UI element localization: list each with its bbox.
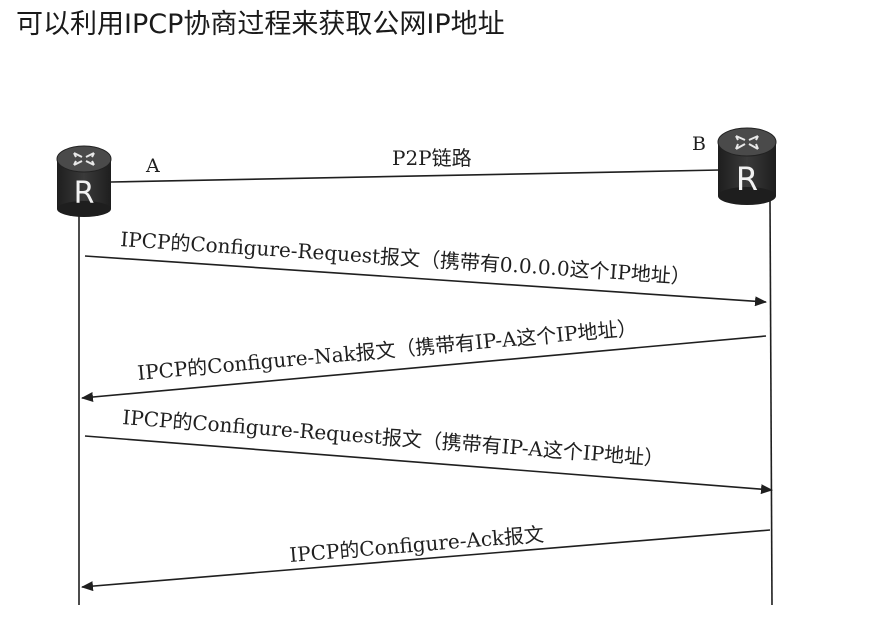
node-label-a: A [145,155,160,177]
message-arrow-2 [81,335,767,402]
lifeline-b [769,199,773,606]
router-letter-a: R [74,176,95,211]
router-icon-b: R [717,127,777,205]
message-arrow-3 [84,435,773,495]
message-label-2: IPCP的Configure-Nak报文（携带有IP-A这个IP地址） [136,316,638,385]
node-label-b: B [692,133,706,155]
message-label-1: IPCP的Configure-Request报文（携带有0.0.0.0这个IP地… [120,227,692,289]
router-arrows-icon [73,152,95,166]
message-arrow-4 [81,529,771,592]
p2p-link-label: P2P链路 [392,146,472,170]
router-arrows-icon [735,135,759,150]
page-title: 可以利用IPCP协商过程来获取公网IP地址 [16,9,505,40]
message-arrow-1 [84,255,767,307]
p2p-link-line [110,169,721,183]
router-icon-a: R [56,145,112,217]
message-label-4: IPCP的Configure-Ack报文 [288,522,544,567]
router-letter-b: R [736,160,758,198]
